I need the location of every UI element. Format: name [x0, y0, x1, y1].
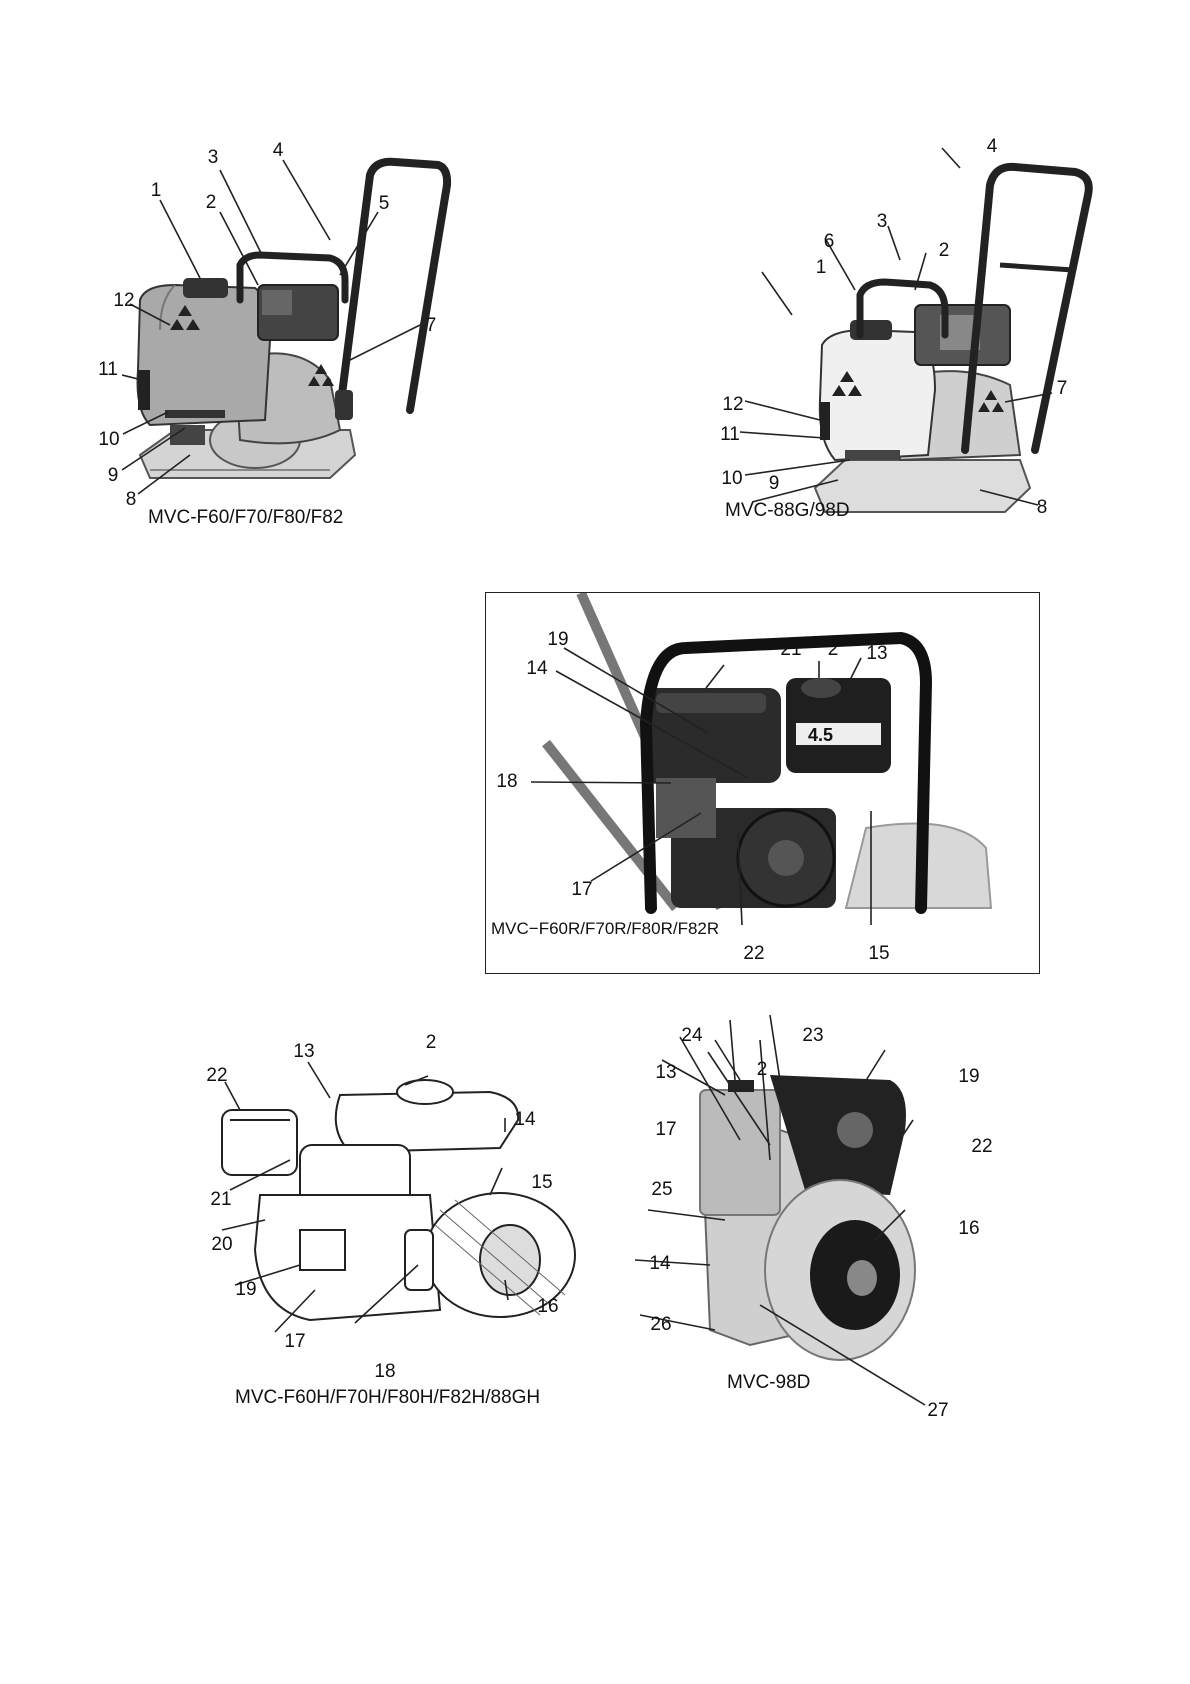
callout-21: 22 — [206, 1065, 228, 1086]
callout-16: 16 — [537, 1296, 559, 1317]
figure-5: 24 23 2 13 19 17 22 25 16 14 26 27 MVC-9… — [630, 1010, 993, 1430]
callout-10: 10 — [721, 468, 743, 489]
figure-1: 1 2 3 4 5 7 12 11 10 9 8 MVC-F60/F70/F80… — [0, 0, 460, 540]
callout-3: 3 — [876, 211, 888, 232]
callout-22: 18 — [374, 1361, 396, 1382]
figure-1-caption: MVC-F60/F70/F80/F82 — [148, 507, 344, 528]
figure-2: 4 3 6 2 1 7 12 11 10 9 8 MVC-88G/98D — [700, 120, 1120, 540]
callout-18: 18 — [496, 771, 518, 792]
callout-12: 12 — [113, 290, 135, 311]
callout-2: 2 — [756, 1059, 768, 1080]
figure-4-caption: MVC-F60H/F70H/F80H/F82H/88GH — [235, 1387, 541, 1408]
callout-6: 6 — [823, 231, 835, 252]
engine-line-drawing — [221, 1061, 576, 1333]
callout-19: 19 — [547, 629, 569, 650]
callout-2: 2 — [938, 240, 950, 261]
callout-11: 11 — [98, 359, 118, 380]
callout-20: 21 — [210, 1189, 232, 1210]
callout-27: 27 — [927, 1400, 949, 1421]
callout-9: 9 — [768, 473, 780, 494]
callout-5: 5 — [378, 193, 390, 214]
callout-14: 14 — [649, 1253, 671, 1274]
callout-8: 8 — [125, 489, 137, 510]
engine-closeup-photo: 4.5 — [530, 593, 993, 926]
callout-17: 17 — [571, 879, 593, 900]
callout-21: 21 — [780, 639, 802, 660]
figure-5-caption: MVC-98D — [727, 1372, 811, 1393]
callout-7: 7 — [425, 315, 437, 336]
figure-4: 2 13 22 14 15 21 20 19 16 17 18 MVC-F60H… — [200, 1020, 600, 1420]
callout-19: 19 — [958, 1066, 980, 1087]
callout-9: 9 — [107, 465, 119, 486]
callout-15: 15 — [531, 1172, 553, 1193]
callout-25: 25 — [651, 1179, 673, 1200]
callout-7: 7 — [1056, 378, 1068, 399]
callout-10: 10 — [98, 429, 120, 450]
callout-1: 1 — [815, 257, 827, 278]
callout-2: 2 — [205, 192, 217, 213]
callout-16: 16 — [958, 1218, 980, 1239]
engine-hp-decal: 4.5 — [808, 725, 833, 745]
callout-3: 3 — [207, 147, 219, 168]
callout-11: 11 — [720, 424, 740, 445]
callout-23: 23 — [802, 1025, 824, 1046]
plate-compactor-illustration — [121, 157, 452, 495]
callout-19: 20 — [211, 1234, 233, 1255]
callout-17: 17 — [655, 1119, 677, 1140]
callout-17: 17 — [284, 1331, 306, 1352]
callout-13: 13 — [866, 643, 888, 664]
callout-14: 14 — [526, 658, 548, 679]
callout-18: 19 — [235, 1279, 257, 1300]
callout-12: 12 — [722, 394, 744, 415]
callout-8: 8 — [1036, 497, 1048, 518]
callout-4: 4 — [986, 136, 998, 157]
callout-2: 2 — [827, 639, 839, 660]
callout-22: 22 — [743, 943, 765, 964]
callout-15: 15 — [868, 943, 890, 964]
callout-2: 2 — [425, 1032, 437, 1053]
callout-22: 22 — [971, 1136, 993, 1157]
callout-13: 13 — [655, 1062, 677, 1083]
figure-3-frame: 4.5 19 21 2 13 14 18 17 22 15 MVC−F60R/F… — [485, 592, 1040, 974]
callout-26: 26 — [650, 1314, 672, 1335]
callout-1: 1 — [150, 180, 162, 201]
callout-4: 4 — [272, 140, 284, 161]
figure-2-caption: MVC-88G/98D — [725, 500, 850, 521]
callout-14: 14 — [514, 1109, 536, 1130]
plate-compactor-illustration — [739, 147, 1093, 513]
figure-3-caption: MVC−F60R/F70R/F80R/F82R — [491, 919, 720, 938]
diesel-engine-photo — [634, 1014, 926, 1406]
callout-24: 24 — [681, 1025, 703, 1046]
callout-13: 13 — [293, 1041, 315, 1062]
